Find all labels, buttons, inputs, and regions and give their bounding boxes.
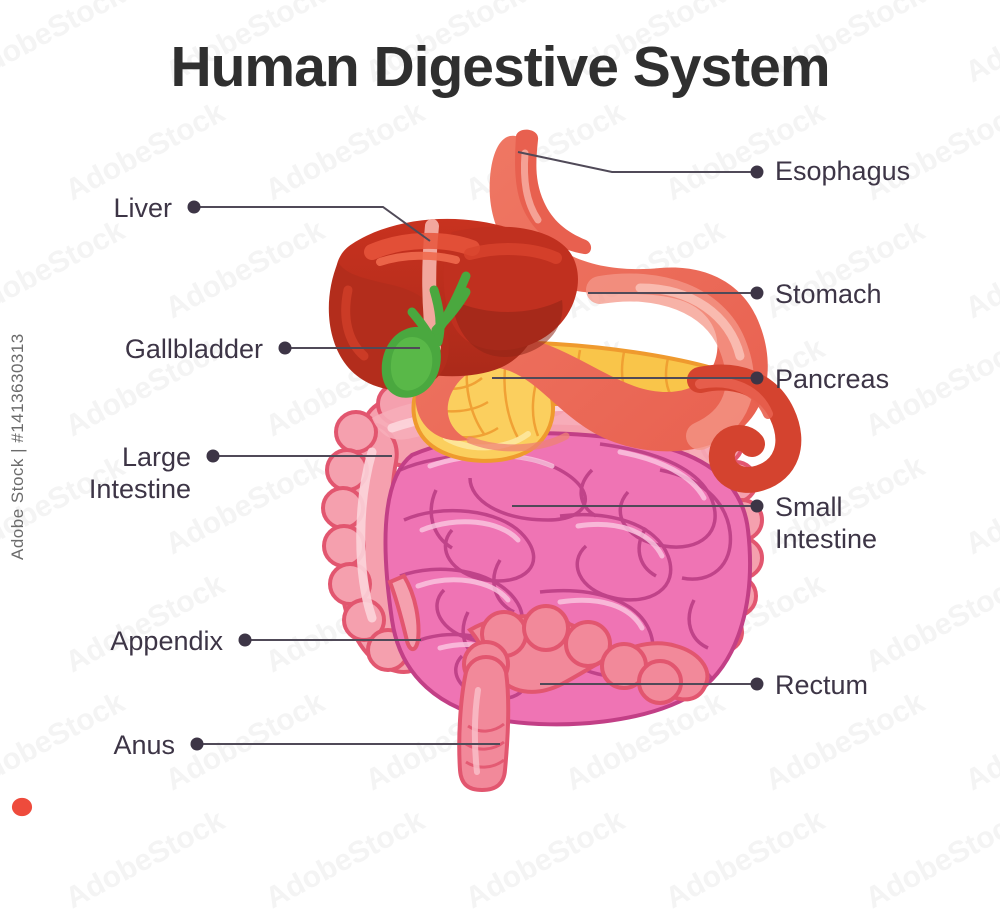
digestive-system-artwork — [321, 129, 802, 793]
leader-dot-gallbladder — [278, 341, 292, 355]
organ-esophagus — [515, 129, 592, 255]
leader-esophagus — [517, 151, 757, 173]
label-gallbladder[interactable]: Gallbladder — [124, 334, 263, 364]
label-esophagus[interactable]: Esophagus — [775, 156, 911, 186]
label-liver[interactable]: Liver — [113, 193, 172, 223]
leader-dot-pancreas — [750, 371, 764, 385]
leader-dot-liver — [187, 200, 201, 214]
label-small-intestine[interactable]: Small Intestine — [775, 492, 878, 554]
leader-dot-anus — [190, 737, 204, 751]
leader-lines-layer — [187, 151, 764, 751]
organ-rectum — [457, 604, 710, 793]
leader-dot-esophagus — [750, 165, 764, 179]
leader-dot-appendix — [238, 633, 252, 647]
label-large-intestine[interactable]: Large Intestine — [88, 442, 191, 504]
leader-dot-large-intestine — [206, 449, 220, 463]
label-rectum[interactable]: Rectum — [775, 670, 869, 700]
leader-dot-stomach — [750, 286, 764, 300]
organ-stomach — [415, 129, 802, 493]
adobe-stock-logo-icon — [11, 797, 33, 817]
label-pancreas[interactable]: Pancreas — [775, 364, 890, 394]
watermark-side-text: Adobe Stock | #1413630313 — [8, 333, 27, 560]
label-stomach[interactable]: Stomach — [775, 279, 882, 309]
page-title: Human Digestive System — [170, 35, 830, 99]
leader-liver — [194, 206, 431, 242]
label-anus[interactable]: Anus — [113, 730, 175, 760]
organ-gallbladder — [381, 271, 471, 398]
organ-liver — [328, 218, 578, 391]
label-appendix[interactable]: Appendix — [110, 626, 223, 656]
leader-dot-rectum — [750, 677, 764, 691]
organ-appendix — [387, 573, 421, 652]
leader-dot-small-intestine — [750, 499, 764, 513]
